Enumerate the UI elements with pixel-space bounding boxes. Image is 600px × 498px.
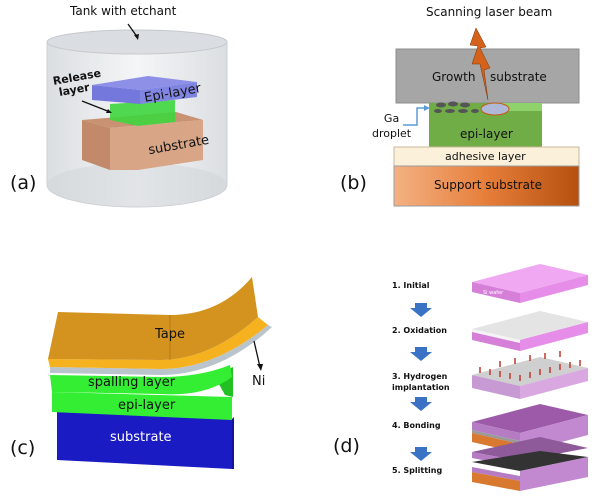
- growth-substrate-label-2: substrate: [490, 70, 547, 84]
- panel-c: Tape Ni spalling layer epi-layer substra…: [0, 247, 300, 494]
- ga-arrow-head: [424, 105, 430, 111]
- wafer5-gap: [472, 451, 588, 471]
- step-1-label: 1. Initial: [392, 281, 430, 290]
- panel-c-label: (c): [10, 437, 36, 459]
- down-arrow-icon: [410, 303, 432, 317]
- tank-diagram: [46, 23, 228, 208]
- wafer4-front-mid: [472, 430, 520, 444]
- panel-d: Si wafer 1. Initial 2. Oxidatio: [300, 247, 600, 494]
- ni-arrow: [253, 340, 261, 368]
- ga-droplet-label: Ga droplet: [372, 111, 411, 141]
- growth-substrate: [395, 48, 580, 104]
- wafer1-side: [520, 275, 588, 303]
- substrate-front: [82, 120, 110, 170]
- spalling-diagram: [48, 277, 272, 469]
- ga-droplet: [480, 102, 510, 116]
- down-arrow-icon: [410, 447, 432, 461]
- panel-a: Tank with etchant Release layer Epi-laye…: [0, 0, 300, 247]
- panel-d-label: (d): [333, 435, 360, 457]
- substrate-side: [232, 417, 234, 469]
- ni-label: Ni: [252, 374, 266, 389]
- spalling-layer-label: spalling layer: [88, 375, 176, 390]
- ga-droplets-cluster: [434, 101, 479, 113]
- step-3-label: 3. Hydrogen implantation: [392, 371, 450, 393]
- ga-arrow: [403, 107, 427, 126]
- tape-label: Tape: [155, 327, 186, 342]
- tank-label: Tank with etchant: [70, 4, 177, 18]
- hydrogen-ions: [479, 351, 581, 381]
- down-arrow-icon: [410, 347, 432, 361]
- step-5-label: 5. Splitting: [392, 466, 443, 475]
- wafer4-top: [472, 404, 588, 433]
- ga-label-line1: Ga: [383, 112, 400, 125]
- ni-layer: [50, 325, 272, 375]
- step-2-label: 2. Oxidation: [392, 326, 447, 335]
- wafer2-side: [520, 322, 588, 351]
- substrate-front: [57, 412, 232, 469]
- down-arrow-icon: [410, 397, 432, 411]
- wafer5-upper: [472, 437, 588, 461]
- epi-top: [92, 76, 197, 90]
- epi-side: [140, 82, 197, 104]
- wafer3-side: [520, 368, 588, 399]
- wafer2-oxide-front: [472, 329, 520, 343]
- step-3-label-line1: 3. Hydrogen: [392, 372, 448, 381]
- ga-label-line2: droplet: [372, 127, 412, 140]
- spalling-layer: [50, 365, 232, 395]
- tape-top: [48, 277, 258, 360]
- tape-edge: [48, 317, 268, 369]
- tank-arrow-head: [134, 34, 139, 40]
- release-arrow-head: [106, 109, 112, 113]
- panel-b-label: (b): [340, 172, 367, 194]
- release-arrow: [81, 100, 111, 113]
- epi-top-highlight: [500, 103, 542, 111]
- epi-layer-label: epi-layer: [118, 398, 176, 413]
- ni-arrow-head: [257, 364, 263, 371]
- epi-layer-front: [52, 392, 232, 420]
- wafer1-top: [472, 264, 588, 293]
- tank-bottom: [47, 163, 227, 207]
- release-block: [110, 100, 175, 126]
- step-3-label-line2: implantation: [392, 383, 450, 392]
- growth-substrate-label-1: Growth: [432, 70, 476, 84]
- wafer2-front: [472, 332, 520, 351]
- smart-cut-diagram: Si wafer: [410, 264, 588, 491]
- wafer2-top: [472, 311, 588, 340]
- substrate-side: [110, 120, 203, 170]
- wafer4-front-top: [472, 422, 520, 441]
- adhesive-layer-label: adhesive layer: [445, 150, 526, 163]
- panel-a-label: (a): [10, 172, 37, 194]
- wafer5-lower-side: [520, 457, 588, 491]
- step-arrows: [410, 303, 432, 461]
- epi-front: [92, 85, 140, 104]
- panel-b: Scanning laser beam Growth substrate Ga …: [300, 0, 600, 247]
- wafer-text: Si wafer: [483, 290, 504, 296]
- support-substrate-label: Support substrate: [434, 178, 543, 192]
- wafer5-lower-bottom: [472, 472, 520, 491]
- substrate-label: substrate: [110, 430, 172, 445]
- step-4-label: 4. Bonding: [392, 421, 441, 430]
- wafer3-top: [472, 357, 588, 386]
- support-substrate: [393, 165, 580, 207]
- tank-top: [46, 29, 228, 55]
- wafer3-front: [472, 375, 520, 399]
- laser-bolt-icon: [469, 27, 491, 101]
- laser-liftoff-diagram: [393, 27, 580, 207]
- wafer1-front: [472, 282, 520, 303]
- laser-label: Scanning laser beam: [426, 5, 553, 19]
- epi-layer-label: epi-layer: [460, 127, 513, 141]
- wafer5-lower-front: [472, 467, 520, 481]
